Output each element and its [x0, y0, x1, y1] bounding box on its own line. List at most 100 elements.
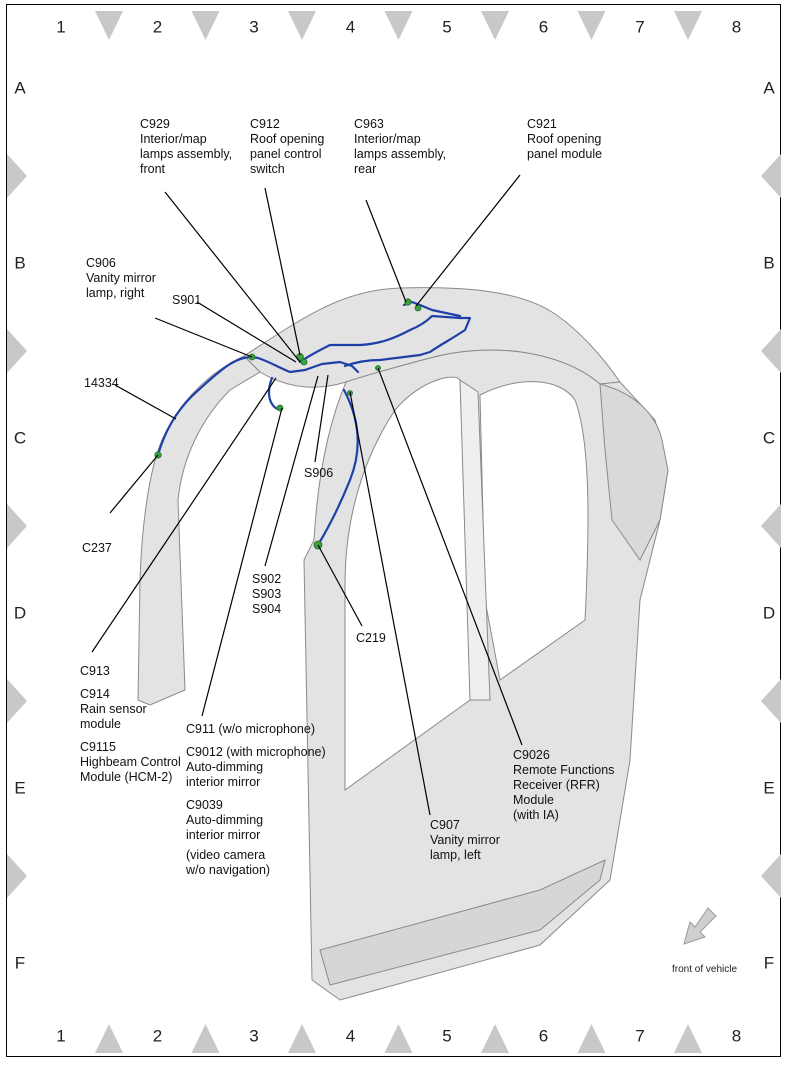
callout-line: Auto-dimming: [186, 760, 264, 774]
callout-line: lamp, left: [430, 848, 481, 862]
callout-line: rear: [354, 162, 377, 176]
callout-c963: C963 Interior/map lamps assembly, rear: [354, 117, 446, 177]
rear-quarter: [599, 383, 669, 561]
grid-col-label-top: 2: [152, 17, 163, 37]
grid-col-label-bottom: 8: [731, 1026, 742, 1046]
callout-line: Vanity mirror: [430, 833, 500, 847]
leader-c921: [415, 174, 521, 307]
grid-row-label-right: E: [763, 778, 775, 798]
callout-line: panel module: [527, 147, 603, 161]
callout-line: switch: [250, 162, 285, 176]
callout-line: Roof opening: [250, 132, 325, 146]
grid-col-label-bottom: 2: [152, 1026, 163, 1046]
grid-marker-right: [761, 854, 781, 898]
connector-id: C911 (w/o microphone): [186, 722, 315, 736]
grid-col-label-top: 3: [249, 17, 259, 37]
grid-col-label-bottom: 1: [56, 1026, 66, 1046]
callout-line: Receiver (RFR): [513, 778, 600, 792]
grid-marker-top: [191, 11, 220, 40]
leader-c9026: [377, 367, 523, 746]
grid-markers: [7, 11, 781, 1053]
leader-c963: [365, 199, 407, 303]
callout-line: (with IA): [513, 808, 559, 822]
connector-c929: [300, 358, 308, 366]
grid-row-label-right: C: [762, 428, 776, 448]
b-pillar: [459, 379, 491, 701]
leader-s906: [314, 374, 329, 463]
leader-14334: [114, 384, 177, 420]
connector-id: C9026: [513, 748, 550, 762]
harness-roof-main: [298, 314, 472, 368]
connector-id: C913: [80, 664, 110, 678]
callout-line: Module (HCM-2): [80, 770, 173, 784]
grid-col-label-top: 6: [538, 17, 549, 37]
connector-id: C906: [86, 256, 116, 270]
grid-marker-right: [761, 329, 781, 373]
grid-marker-left: [7, 154, 27, 198]
callout-note: w/o navigation): [186, 863, 271, 877]
connector-id: C921: [527, 117, 557, 131]
grid-marker-bottom: [288, 1024, 316, 1053]
callout-s906: S906: [304, 466, 333, 481]
grid-marker-top: [481, 11, 509, 40]
callout-note: (video camera: [186, 848, 266, 862]
grid-col-label-bottom: 6: [538, 1026, 549, 1046]
grid-row-label-left: C: [13, 428, 27, 448]
callout-c9026: C9026 Remote Functions Receiver (RFR) Mo…: [513, 748, 614, 823]
grid-row-label-left: A: [14, 78, 26, 98]
splice-id: S903: [252, 587, 282, 601]
connector-c963: [404, 298, 412, 306]
grid-marker-top: [288, 11, 316, 40]
connector-id: C237: [82, 541, 112, 555]
grid-row-label-right: F: [763, 953, 775, 973]
callout-line: interior mirror: [186, 775, 261, 789]
callout-c913-group: C913 C914 Rain sensor module C9115 Highb…: [80, 664, 181, 785]
callout-14334: 14334: [84, 376, 119, 391]
leader-c237: [109, 454, 159, 514]
connector-id: C907: [430, 818, 460, 832]
grid-marker-right: [761, 154, 781, 198]
grid-marker-bottom: [95, 1024, 123, 1053]
callout-s902-s904: S902 S903 S904: [252, 572, 281, 617]
connector-id: C219: [356, 631, 386, 645]
callout-line: panel control: [250, 147, 322, 161]
callout-line: Interior/map: [140, 132, 207, 146]
callout-c906: C906 Vanity mirror lamp, right: [86, 256, 156, 301]
splice-id: S901: [172, 293, 202, 307]
callout-c219: C219: [356, 631, 386, 646]
leader-c913: [91, 377, 277, 653]
grid-col-label-bottom: 4: [345, 1026, 356, 1046]
a-pillar-right: [137, 355, 261, 706]
grid-marker-bottom: [191, 1024, 220, 1053]
callout-c911-group: C911 (w/o microphone) C9012 (with microp…: [186, 722, 326, 878]
grid-marker-left: [7, 679, 27, 723]
callout-line: Rain sensor: [80, 702, 147, 716]
grid-row-label-left: D: [13, 603, 27, 623]
grid-row-label-right: D: [762, 603, 776, 623]
grid-marker-right: [761, 679, 781, 723]
grid-marker-left: [7, 504, 27, 548]
callout-line: Vanity mirror: [86, 271, 156, 285]
leader-c219: [317, 544, 363, 627]
connector-c911: [276, 404, 284, 412]
rocker-panel: [319, 859, 606, 986]
grid-marker-bottom: [577, 1024, 606, 1053]
front-arrow-icon: [683, 907, 717, 945]
grid-col-label-bottom: 5: [442, 1026, 452, 1046]
vehicle-body: [137, 287, 669, 1001]
front-door-opening: [344, 376, 471, 791]
grid-col-label-top: 4: [345, 17, 356, 37]
grid-marker-bottom: [481, 1024, 509, 1053]
connector-id: C9012 (with microphone): [186, 745, 326, 759]
leader-c911: [201, 407, 283, 717]
grid-marker-bottom: [384, 1024, 413, 1053]
grid-marker-top: [384, 11, 413, 40]
splice-id: S904: [252, 602, 282, 616]
leader-c929: [164, 191, 301, 363]
grid-col-label-bottom: 3: [249, 1026, 259, 1046]
callout-line: Remote Functions: [513, 763, 615, 777]
grid-col-label-top: 8: [731, 17, 742, 37]
grid-row-label-left: B: [14, 253, 26, 273]
harness-mirror-drop: [267, 376, 284, 411]
front-of-vehicle-label: front of vehicle: [672, 964, 738, 975]
